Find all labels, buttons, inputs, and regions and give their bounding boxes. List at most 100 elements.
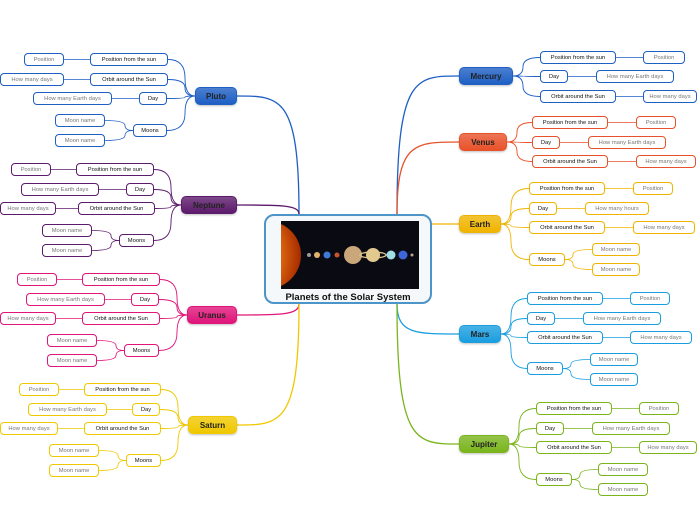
jupiter-orbit-value[interactable]: How many days xyxy=(639,441,697,454)
pluto-position-value[interactable]: Position xyxy=(24,53,64,66)
neptune-moons[interactable]: Moons xyxy=(119,234,154,247)
connector xyxy=(508,408,537,445)
neptune-moon-2[interactable]: Moon name xyxy=(42,244,92,257)
pluto-orbit-value[interactable]: How many days xyxy=(0,73,64,86)
jupiter-day[interactable]: Day xyxy=(536,422,564,435)
planet-jupiter[interactable]: Jupiter xyxy=(459,435,509,453)
neptune-day-value[interactable]: How many Earth days xyxy=(21,183,99,196)
saturn-position-value[interactable]: Position xyxy=(19,383,59,396)
connector xyxy=(236,303,300,316)
pluto-moon-1[interactable]: Moon name xyxy=(55,114,105,127)
venus-day-value[interactable]: How many Earth days xyxy=(588,136,666,149)
venus-orbit-value[interactable]: How many days xyxy=(636,155,696,168)
mercury-orbit-value[interactable]: How many days xyxy=(643,90,697,103)
venus-day[interactable]: Day xyxy=(532,136,560,149)
saturn-day[interactable]: Day xyxy=(132,403,160,416)
connector xyxy=(160,424,189,461)
connector xyxy=(91,240,120,251)
uranus-orbit-value[interactable]: How many days xyxy=(0,312,56,325)
jupiter-day-value[interactable]: How many Earth days xyxy=(592,422,670,435)
earth-day[interactable]: Day xyxy=(529,202,557,215)
pluto-day-value[interactable]: How many Earth days xyxy=(33,92,112,105)
earth-day-value[interactable]: How many hours xyxy=(585,202,649,215)
neptune-orbit[interactable]: Orbit around the Sun xyxy=(78,202,155,215)
neptune-moon-1[interactable]: Moon name xyxy=(42,224,92,237)
pluto-moons[interactable]: Moons xyxy=(133,124,167,137)
mars-position-value[interactable]: Position xyxy=(630,292,670,305)
connector xyxy=(153,204,182,241)
saturn-position[interactable]: Position from the sun xyxy=(84,383,161,396)
connector xyxy=(154,204,182,209)
uranus-moons[interactable]: Moons xyxy=(124,344,159,357)
planet-earth[interactable]: Earth xyxy=(459,215,501,233)
uranus-day-value[interactable]: How many Earth days xyxy=(26,293,105,306)
pluto-moon-2[interactable]: Moon name xyxy=(55,134,105,147)
mars-moon-2[interactable]: Moon name xyxy=(590,373,638,386)
jupiter-position-value[interactable]: Position xyxy=(639,402,679,415)
saturn-moon-2[interactable]: Moon name xyxy=(49,464,99,477)
saturn-day-value[interactable]: How many Earth days xyxy=(28,403,107,416)
mercury-position[interactable]: Position from the sun xyxy=(540,51,616,64)
earth-position-value[interactable]: Position xyxy=(633,182,673,195)
mars-moons[interactable]: Moons xyxy=(527,362,563,375)
uranus-orbit[interactable]: Orbit around the Sun xyxy=(82,312,160,325)
pluto-position[interactable]: Position from the sun xyxy=(90,53,168,66)
planet-saturn[interactable]: Saturn xyxy=(188,416,237,434)
earth-moon-1[interactable]: Moon name xyxy=(592,243,640,256)
jupiter-position[interactable]: Position from the sun xyxy=(536,402,612,415)
connector xyxy=(506,141,533,162)
jupiter-moons[interactable]: Moons xyxy=(536,473,572,486)
earth-orbit[interactable]: Orbit around the Sun xyxy=(529,221,605,234)
planet-uranus[interactable]: Uranus xyxy=(187,306,237,324)
mars-day[interactable]: Day xyxy=(527,312,555,325)
planet-neptune[interactable]: Neptune xyxy=(181,196,237,214)
mercury-position-value[interactable]: Position xyxy=(643,51,685,64)
mars-orbit-value[interactable]: How many days xyxy=(630,331,692,344)
connector xyxy=(236,204,300,215)
uranus-position-value[interactable]: Position xyxy=(17,273,57,286)
mars-position[interactable]: Position from the sun xyxy=(527,292,603,305)
neptune-position[interactable]: Position from the sun xyxy=(76,163,154,176)
planet-mars[interactable]: Mars xyxy=(459,325,501,343)
mercury-day-value[interactable]: How many Earth days xyxy=(596,70,674,83)
neptune-position-value[interactable]: Position xyxy=(11,163,51,176)
connector xyxy=(96,350,125,361)
planet-pluto[interactable]: Pluto xyxy=(195,87,237,105)
neptune-day[interactable]: Day xyxy=(126,183,154,196)
mars-day-value[interactable]: How many Earth days xyxy=(583,312,661,325)
mars-moon-1[interactable]: Moon name xyxy=(590,353,638,366)
saturn-orbit[interactable]: Orbit around the Sun xyxy=(84,422,161,435)
neptune-orbit-value[interactable]: How many days xyxy=(0,202,56,215)
planet-venus[interactable]: Venus xyxy=(459,133,507,151)
central-topic[interactable]: Planets of the Solar System xyxy=(264,214,432,304)
mercury-orbit[interactable]: Orbit around the Sun xyxy=(540,90,616,103)
jupiter-orbit[interactable]: Orbit around the Sun xyxy=(536,441,612,454)
uranus-day[interactable]: Day xyxy=(131,293,159,306)
connector xyxy=(564,249,593,260)
jupiter-moon-1[interactable]: Moon name xyxy=(598,463,648,476)
connector xyxy=(396,75,460,215)
earth-orbit-value[interactable]: How many days xyxy=(633,221,695,234)
connector xyxy=(98,450,127,461)
uranus-moon-2[interactable]: Moon name xyxy=(47,354,97,367)
earth-position[interactable]: Position from the sun xyxy=(529,182,605,195)
pluto-day[interactable]: Day xyxy=(139,92,167,105)
earth-moon-2[interactable]: Moon name xyxy=(592,263,640,276)
saturn-orbit-value[interactable]: How many days xyxy=(0,422,58,435)
connector xyxy=(158,314,188,351)
saturn-moons[interactable]: Moons xyxy=(126,454,161,467)
mars-orbit[interactable]: Orbit around the Sun xyxy=(527,331,603,344)
uranus-moon-1[interactable]: Moon name xyxy=(47,334,97,347)
planet-mercury[interactable]: Mercury xyxy=(459,67,513,85)
connector xyxy=(571,469,599,480)
venus-orbit[interactable]: Orbit around the Sun xyxy=(532,155,608,168)
venus-position[interactable]: Position from the sun xyxy=(532,116,608,129)
saturn-moon-1[interactable]: Moon name xyxy=(49,444,99,457)
uranus-position[interactable]: Position from the sun xyxy=(82,273,160,286)
mercury-day[interactable]: Day xyxy=(540,70,568,83)
earth-moons[interactable]: Moons xyxy=(529,253,565,266)
connector xyxy=(508,443,537,480)
jupiter-moon-2[interactable]: Moon name xyxy=(598,483,648,496)
pluto-orbit[interactable]: Orbit around the Sun xyxy=(90,73,168,86)
venus-position-value[interactable]: Position xyxy=(636,116,676,129)
